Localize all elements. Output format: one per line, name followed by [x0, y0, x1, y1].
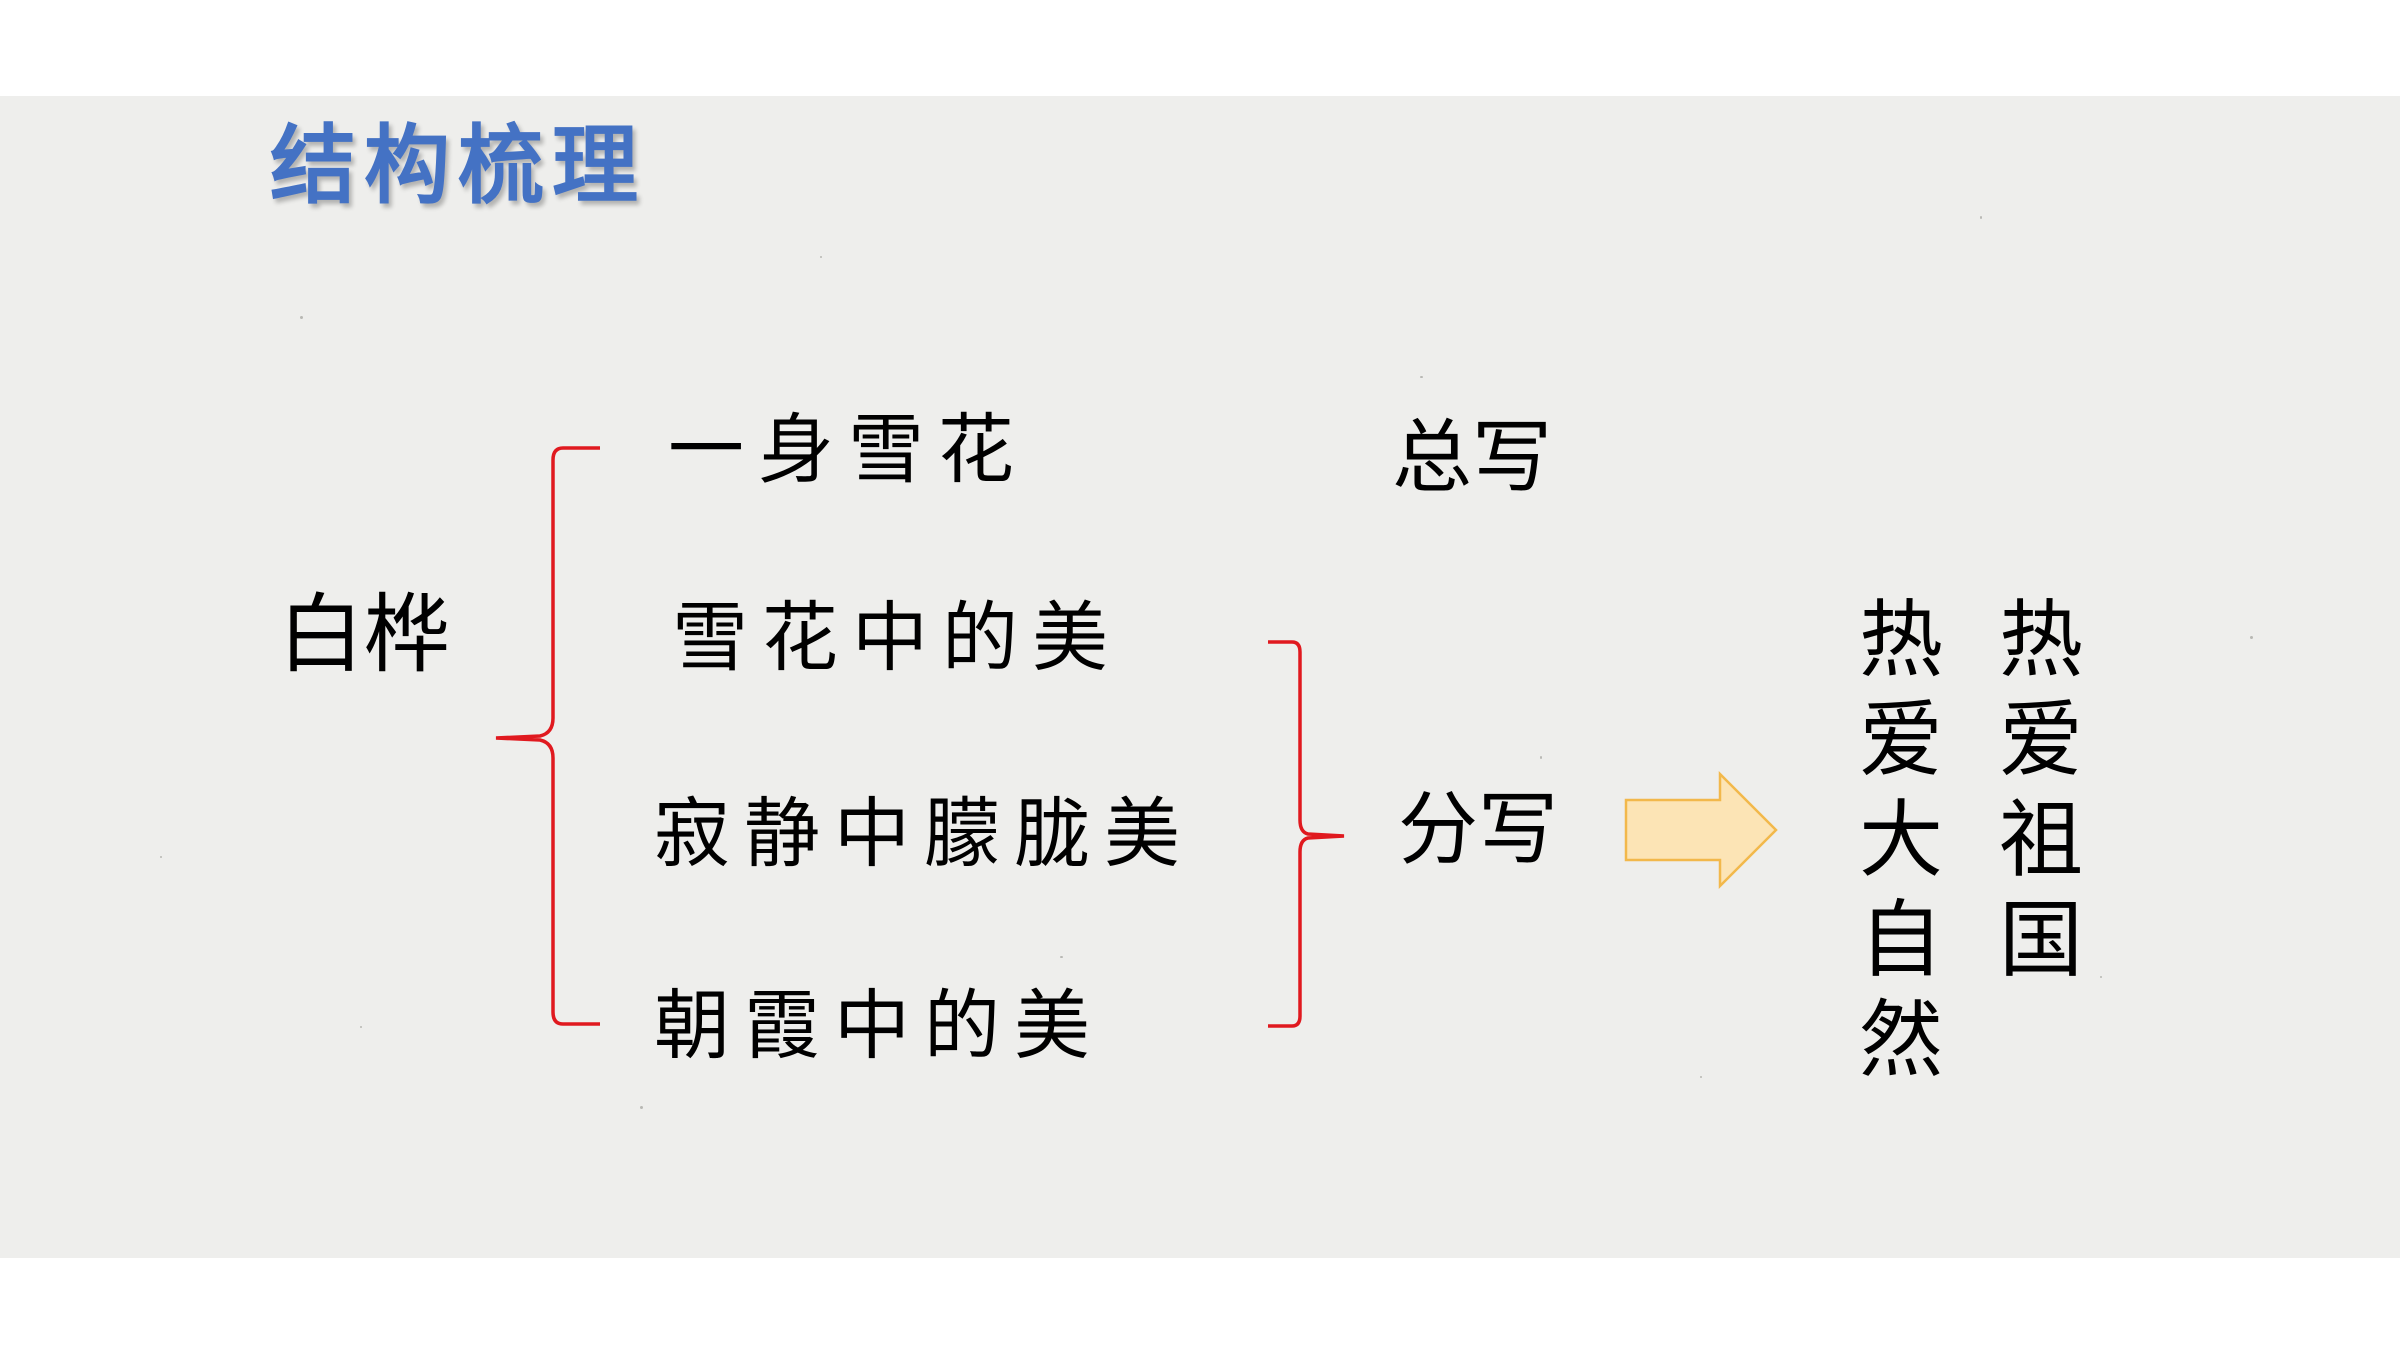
root-node: 白桦	[278, 585, 450, 685]
branch-item: 雪花中的美	[672, 593, 1122, 682]
branch-item: 寂静中朦胧美	[654, 789, 1194, 878]
slide-background	[0, 96, 2400, 1258]
branch-item: 朝霞中的美	[654, 981, 1104, 1070]
general-label: 总写	[1392, 411, 1552, 504]
main-bracket	[495, 446, 600, 1026]
conclusion-love-country: 热爱祖国	[1998, 591, 2083, 989]
branch-item: 一身雪花	[668, 405, 1028, 494]
right-arrow	[1624, 770, 1778, 890]
page-title: 结构梳理	[270, 116, 646, 216]
detail-label: 分写	[1398, 783, 1558, 876]
detail-bracket	[1268, 640, 1345, 1028]
conclusion-love-nature: 热爱大自然	[1858, 591, 1943, 1089]
